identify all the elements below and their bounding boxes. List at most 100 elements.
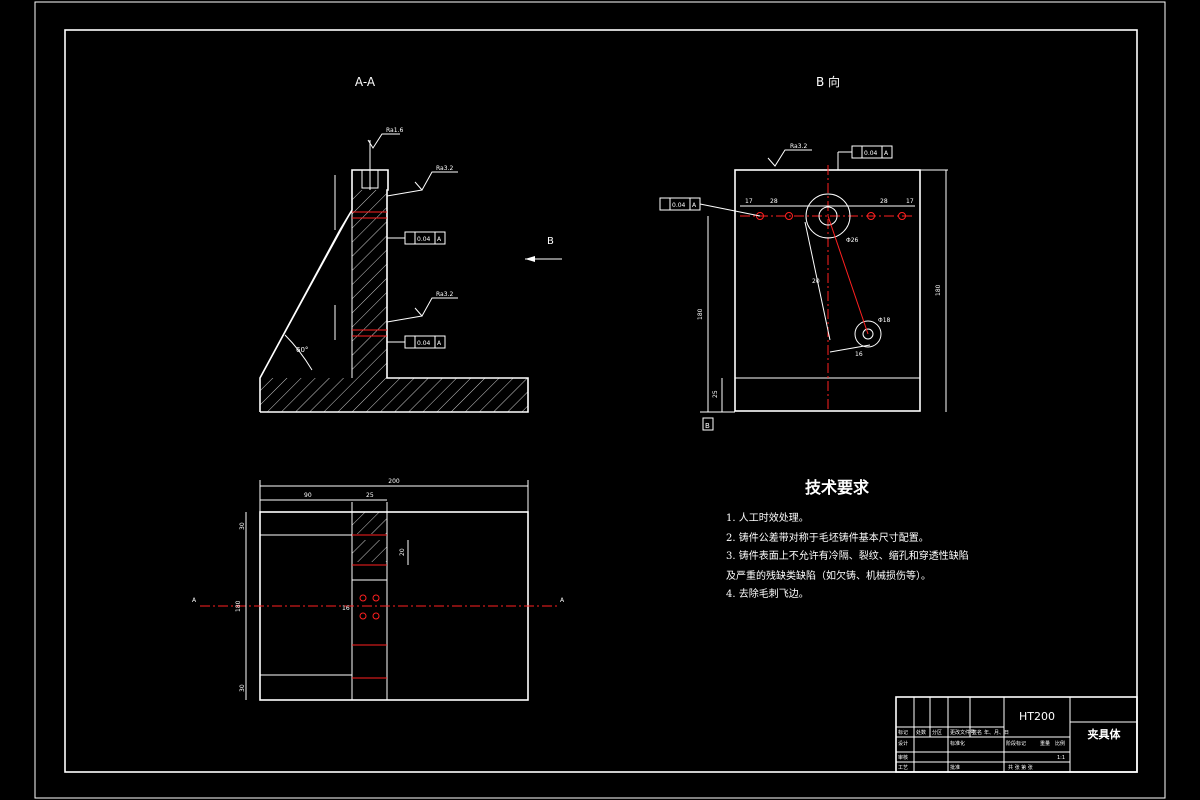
part-outline: [259, 169, 529, 413]
view-b-tol-left-value: 0.04: [672, 202, 686, 209]
tb-zone: 分区: [932, 729, 942, 736]
small-hole-1: [756, 212, 764, 220]
view-b-tol-left-datum: A: [692, 202, 697, 209]
requirement-2: 2. 铸件公差带对称于毛坯铸件基本尺寸配置。: [726, 531, 929, 544]
view-b-dim-left-value: 180: [697, 308, 704, 320]
tb-sheets: 共 张 第 张: [1008, 764, 1033, 771]
view-b-title: B 向: [816, 74, 840, 89]
requirement-3: 3. 铸件表面上不允许有冷隔、裂纹、缩孔和穿透性缺陷: [726, 549, 969, 562]
tb-mark: 标记: [898, 729, 908, 736]
requirement-1: 1. 人工时效处理。: [726, 511, 809, 524]
offset-link-dim: [804, 221, 831, 341]
dim-row-bottom-value: 30: [239, 684, 246, 692]
requirement-4: 4. 去除毛刺飞边。: [726, 587, 809, 600]
section-marker-left: A: [192, 597, 197, 604]
requirements-title: 技术要求: [805, 478, 870, 497]
tb-weight: 重量: [1040, 740, 1050, 747]
tb-process: 工艺: [898, 765, 908, 771]
section-view-a-a: A-A 60° Ra3.2 Ra3.2 Ra1.6 0.04: [259, 75, 562, 413]
angle-label: 60°: [296, 346, 308, 354]
offset-hole-dia: Φ18: [878, 317, 891, 324]
top-hole-3: [359, 612, 367, 620]
tol-frame-1: [404, 231, 446, 245]
dim-width-total-value: 200: [388, 478, 400, 485]
tol-value-1: 0.04: [417, 236, 431, 243]
title-block: 标记 处数 分区 更改文件号 签名 年、月、日 设计 标准化 审核 工艺 批准 …: [895, 696, 1138, 773]
small-hole-3: [867, 212, 875, 220]
roughness-symbol-1: [414, 171, 458, 191]
top-hole-2: [372, 594, 380, 602]
view-arrow-b-label: B: [547, 236, 554, 247]
pitch-4: 17: [906, 198, 914, 205]
dim-width-mid-value: 25: [366, 492, 374, 499]
tb-stage: 阶段标记: [1006, 740, 1026, 747]
section-marker-right: A: [560, 597, 565, 604]
roughness-label-1: Ra3.2: [436, 165, 453, 172]
small-hole-2: [785, 212, 793, 220]
datum-b-box: [702, 417, 714, 431]
tol-datum-2: A: [437, 340, 442, 347]
requirement-3-cont: 及严重的残缺类缺陷（如欠铸、机械损伤等）。: [726, 569, 931, 582]
view-b-tol-left-leader: [699, 203, 761, 217]
big-hole: [818, 206, 838, 226]
view-b-dim-right-value: 180: [935, 284, 942, 296]
tol-frame-2: [404, 335, 446, 349]
big-hole-dia: Φ26: [846, 237, 859, 244]
roughness-leader-1: [386, 189, 423, 197]
tol-datum-1: A: [437, 236, 442, 243]
datum-b-label: B: [705, 422, 710, 430]
tb-part-name: 夹具体: [1088, 727, 1122, 741]
view-arrow-b-head: [525, 256, 535, 262]
top-hole-1: [359, 594, 367, 602]
section-title: A-A: [355, 75, 376, 89]
pitch-1: 17: [745, 198, 753, 205]
roughness-symbol-2: [414, 297, 458, 317]
inner-border: [64, 29, 1138, 773]
title-block-frame: [895, 696, 1138, 773]
tb-approve: 批准: [950, 764, 960, 771]
tb-change: 更改文件号: [950, 729, 975, 736]
view-b-dim-base: 25: [712, 390, 719, 398]
tb-designer: 设计: [898, 740, 908, 747]
dim-row-top-value: 30: [239, 522, 246, 530]
roughness-leader-2: [386, 315, 423, 323]
roughness-symbol-top: [367, 133, 400, 149]
dim-height-total-value: 180: [235, 600, 242, 612]
rib-line: [259, 209, 353, 379]
top-hatch-2: [352, 540, 387, 562]
technical-requirements: 技术要求 1. 人工时效处理。 2. 铸件公差带对称于毛坯铸件基本尺寸配置。 3…: [726, 478, 969, 600]
pitch-2: 28: [770, 198, 778, 205]
base-plate-hatch: [260, 378, 528, 412]
offset-small-value: 16: [855, 351, 863, 358]
tb-date: 年、月、日: [984, 729, 1009, 736]
tb-reviewer: 审核: [898, 754, 908, 761]
offset-link-value: 20: [812, 278, 820, 285]
view-b-roughness: [767, 149, 812, 167]
top-hatch-1: [352, 512, 387, 534]
roughness-label-2: Ra3.2: [436, 291, 453, 298]
tol-value-2: 0.04: [417, 340, 431, 347]
small-hole-4: [898, 212, 906, 220]
offset-small-dim: [829, 344, 871, 353]
big-boss: [805, 193, 851, 239]
dim-small-right-value: 20: [399, 548, 406, 556]
roughness-label-top: Ra1.6: [386, 127, 403, 134]
view-b-tol-top-datum: A: [884, 150, 889, 157]
offset-hole: [862, 328, 874, 340]
tb-material: HT200: [1019, 710, 1055, 723]
outer-border: [34, 1, 1166, 799]
tb-sign: 签名: [972, 729, 982, 736]
tb-ratio: 比例: [1055, 740, 1065, 747]
angle-arc: [284, 334, 313, 371]
view-b-roughness-label: Ra3.2: [790, 143, 807, 150]
tb-scale: 1:1: [1057, 755, 1065, 761]
view-b: B 向 Φ26 17 28 28 17 Φ18 20 16 Ra3.2: [659, 74, 948, 431]
offset-boss: [854, 320, 882, 348]
view-b-tol-top-value: 0.04: [864, 150, 878, 157]
column-hatch: [352, 190, 387, 378]
tb-standard: 标准化: [950, 740, 965, 747]
tb-count: 处数: [916, 729, 926, 736]
pitch-3: 28: [880, 198, 888, 205]
top-view: 16 200 90 25 180 30 30 20 A A: [192, 478, 565, 701]
